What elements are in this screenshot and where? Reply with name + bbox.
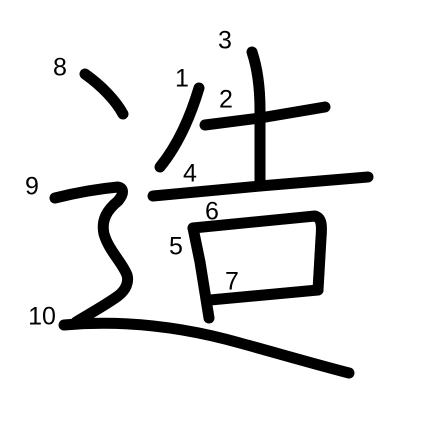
stroke-number-9: 9	[25, 173, 39, 201]
stroke-number-3: 3	[218, 27, 232, 55]
stroke-8	[79, 68, 129, 120]
character-strokes	[49, 46, 374, 379]
stroke-number-10: 10	[28, 303, 56, 331]
stroke-number-4: 4	[183, 160, 197, 188]
stroke-number-8: 8	[53, 54, 67, 82]
stroke-7	[204, 284, 324, 306]
stroke-number-labels: 1 2 3 4 5 6 7 8 9 10	[25, 27, 239, 331]
stroke-number-6: 6	[205, 198, 219, 226]
stroke-3	[246, 46, 266, 192]
stroke-number-1: 1	[175, 65, 189, 93]
stroke-10	[58, 317, 355, 379]
stroke-number-5: 5	[169, 233, 183, 261]
stroke-number-2: 2	[219, 86, 233, 114]
stroke-9	[49, 181, 134, 328]
stroke-1	[154, 82, 205, 173]
stroke-4	[147, 171, 374, 202]
stroke-5	[187, 222, 215, 324]
stroke-number-7: 7	[225, 268, 239, 296]
stroke-6	[187, 210, 327, 296]
